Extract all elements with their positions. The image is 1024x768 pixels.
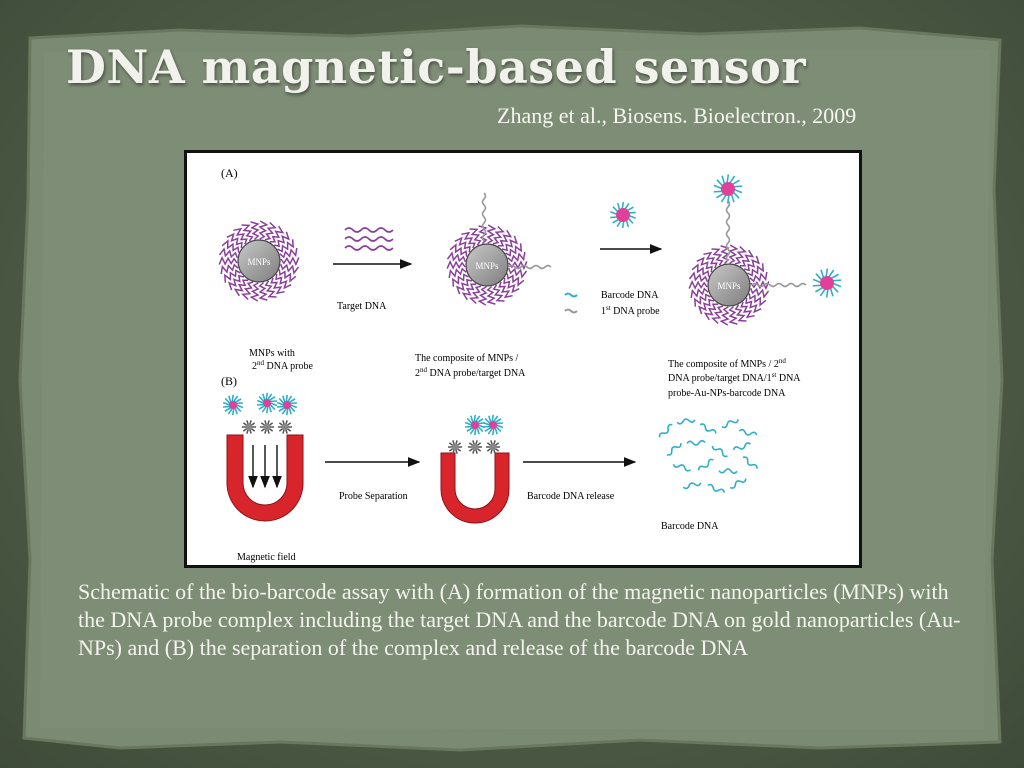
free-target-dna: [344, 227, 394, 251]
mnp-label-2: MNPs: [475, 261, 499, 271]
legend-barcode: Barcode DNA 1st DNA probe: [564, 290, 660, 317]
released-barcode-dna: [658, 418, 758, 493]
svg-text:MNPs with: MNPs with: [249, 348, 295, 359]
svg-text:The composite of MNPs / 2nd: The composite of MNPs / 2nd: [668, 357, 786, 370]
probe-separation-label: Probe Separation: [339, 491, 408, 502]
magnet-1: [222, 392, 304, 522]
citation: Zhang et al., Biosens. Bioelectron., 200…: [497, 103, 857, 128]
legend-barcode-dna: Barcode DNA: [601, 290, 659, 301]
mnp-full-complex: MNPs: [688, 174, 842, 326]
svg-text:probe-Au-NPs-barcode DNA: probe-Au-NPs-barcode DNA: [668, 388, 786, 399]
svg-text:2nd DNA probe/target DNA: 2nd DNA probe/target DNA: [415, 366, 526, 379]
figure-caption: Schematic of the bio-barcode assay with …: [78, 579, 961, 660]
composite-2-caption: The composite of MNPs / 2nd DNA probe/ta…: [668, 357, 801, 399]
svg-text:The composite of MNPs /: The composite of MNPs /: [415, 353, 519, 364]
panel-b-label: (B): [221, 374, 237, 388]
mnp-with-probe: MNPs: [218, 220, 300, 302]
mnp-label-3: MNPs: [717, 281, 741, 291]
mnp-label: MNPs: [247, 257, 271, 267]
barcode-dna-label: Barcode DNA: [661, 521, 719, 532]
panel-a-label: (A): [221, 166, 238, 180]
magnet-2: [440, 414, 510, 524]
mnps-with-probe-caption: MNPs with 2nd DNA probe: [249, 348, 313, 372]
magnetic-field-label: Magnetic field: [237, 552, 296, 563]
barcode-aunp: [610, 201, 636, 229]
legend-first-probe: 1st DNA probe: [601, 304, 660, 317]
svg-text:2nd DNA probe: 2nd DNA probe: [252, 359, 313, 372]
composite-1-caption: The composite of MNPs / 2nd DNA probe/ta…: [415, 353, 526, 379]
barcode-release-label: Barcode DNA release: [527, 491, 615, 502]
target-dna-label: Target DNA: [337, 301, 387, 312]
mnp-composite: MNPs: [446, 192, 552, 306]
svg-text:DNA probe/target DNA/1st DNA: DNA probe/target DNA/1st DNA: [668, 371, 801, 384]
schematic-figure: (A) MNPs Target DNA MNPs: [184, 150, 862, 568]
slide-title: DNA magnetic-based sensor: [66, 40, 807, 94]
